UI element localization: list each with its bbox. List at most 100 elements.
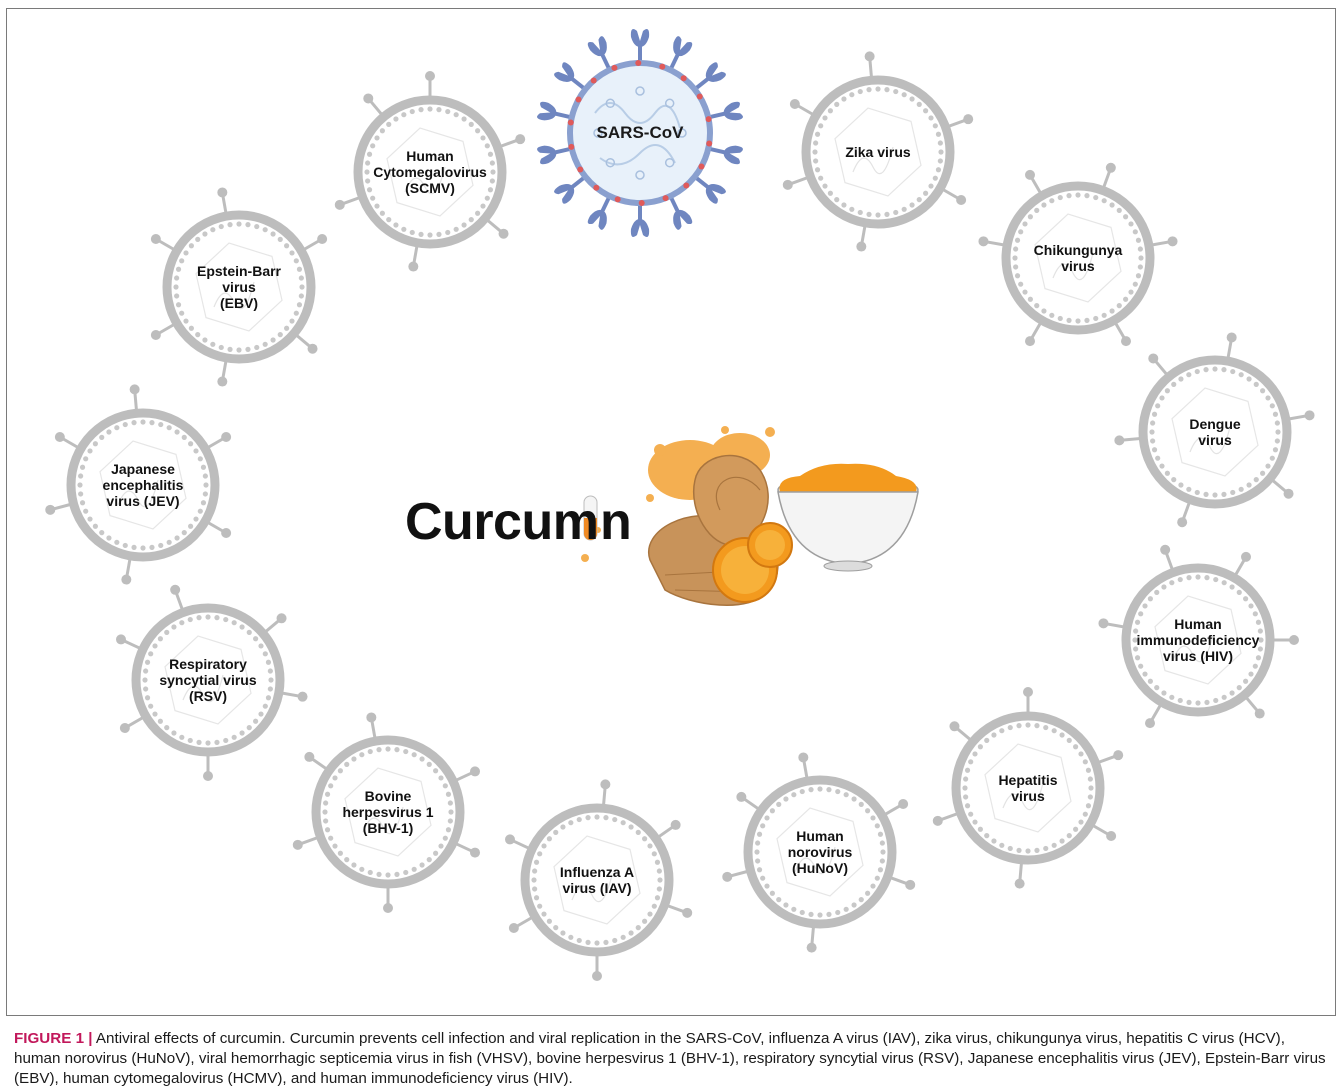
capsid-outline bbox=[99, 440, 187, 530]
membrane-dot bbox=[284, 243, 290, 249]
membrane-dot bbox=[532, 886, 538, 892]
membrane-dot bbox=[289, 318, 295, 324]
virus-outer-ring bbox=[801, 75, 955, 229]
membrane-dot bbox=[262, 341, 268, 347]
membrane-dot bbox=[262, 651, 268, 657]
membrane-dot bbox=[858, 801, 864, 807]
membrane-dot bbox=[1246, 376, 1252, 382]
membrane-dot bbox=[999, 842, 1005, 848]
spike-tip bbox=[425, 71, 435, 81]
membrane-dot bbox=[394, 871, 400, 877]
membrane-dot bbox=[620, 934, 626, 940]
membrane-dot bbox=[764, 815, 770, 821]
membrane-dot bbox=[799, 909, 805, 916]
membrane-dot bbox=[393, 222, 399, 228]
spike-head bbox=[537, 145, 557, 165]
membrane-dot bbox=[1151, 447, 1158, 453]
membrane-dot bbox=[1155, 403, 1161, 409]
membrane-dot bbox=[928, 183, 934, 189]
virus-label-hepatitis: Hepatitis virus bbox=[998, 772, 1058, 804]
spike-tip bbox=[170, 584, 181, 595]
virus-outer-ring bbox=[311, 735, 465, 889]
membrane-dot bbox=[822, 183, 828, 189]
spike-tip bbox=[1167, 236, 1178, 247]
virus-ring-layer bbox=[45, 51, 1315, 981]
membrane-dot bbox=[158, 542, 164, 549]
membrane-dot bbox=[1057, 194, 1063, 201]
membrane-dot bbox=[1269, 455, 1275, 461]
spike-head bbox=[723, 145, 743, 165]
membrane-dot bbox=[298, 275, 304, 281]
membrane-dot bbox=[1016, 723, 1022, 729]
genome-strand bbox=[794, 846, 836, 875]
spike-head bbox=[723, 101, 743, 121]
membrane-dot bbox=[1212, 366, 1218, 372]
membrane-dot bbox=[791, 906, 797, 912]
spike-head bbox=[673, 209, 693, 230]
membrane-dot bbox=[374, 203, 380, 209]
membrane-dot bbox=[1147, 596, 1153, 602]
membrane-dot bbox=[1085, 803, 1092, 809]
membrane-dot bbox=[568, 820, 574, 826]
capsid-outline bbox=[195, 242, 283, 332]
spike-tip bbox=[856, 241, 867, 252]
membrane-dot bbox=[1109, 202, 1115, 208]
envelope-protein bbox=[575, 96, 582, 103]
membrane-dot bbox=[1012, 255, 1018, 261]
membrane-dot bbox=[1109, 308, 1115, 314]
membrane-dot bbox=[433, 768, 439, 774]
membrane-dot bbox=[968, 759, 974, 765]
membrane-dot bbox=[1022, 289, 1028, 295]
virus-outer-ring bbox=[1001, 181, 1155, 335]
powder-bowl bbox=[777, 463, 919, 572]
membrane-dot bbox=[1203, 491, 1209, 497]
membrane-dot bbox=[202, 491, 208, 497]
membrane-dot bbox=[901, 92, 907, 98]
membrane-dot bbox=[379, 210, 385, 216]
membrane-dot bbox=[142, 677, 148, 683]
membrane-dot bbox=[977, 826, 983, 832]
envelope-protein bbox=[696, 93, 703, 100]
membrane-dot bbox=[1051, 842, 1057, 848]
membrane-dot bbox=[533, 895, 540, 901]
membrane-dot bbox=[1059, 838, 1065, 844]
membrane-dot bbox=[277, 332, 283, 338]
membrane-dot bbox=[909, 202, 915, 208]
envelope-protein bbox=[590, 77, 597, 84]
membrane-dot bbox=[754, 849, 760, 855]
virus-label-iav: Influenza A virus (IAV) bbox=[559, 864, 635, 896]
membrane-dot bbox=[1213, 576, 1219, 583]
nucleocapsid bbox=[593, 128, 603, 138]
capsid-outline bbox=[1154, 595, 1242, 685]
membrane-dot bbox=[92, 523, 98, 529]
capsid-outline bbox=[984, 743, 1072, 833]
spike-head bbox=[587, 36, 607, 57]
membrane-dot bbox=[916, 101, 922, 107]
spike-tip bbox=[806, 942, 817, 953]
membrane-dot bbox=[1084, 317, 1090, 323]
spike-tip bbox=[670, 819, 681, 830]
membrane-dot bbox=[401, 226, 407, 232]
membrane-dot bbox=[1186, 372, 1192, 378]
membrane-dot bbox=[1041, 308, 1047, 314]
membrane-dot bbox=[817, 912, 823, 918]
membrane-dot bbox=[332, 843, 338, 849]
membrane-dot bbox=[1135, 237, 1142, 243]
membrane-dot bbox=[175, 266, 182, 272]
envelope-protein bbox=[683, 182, 690, 189]
membrane-dot bbox=[909, 96, 915, 102]
genome-strand bbox=[404, 166, 446, 195]
membrane-dot bbox=[438, 775, 444, 781]
membrane-dot bbox=[963, 794, 969, 800]
membrane-dot bbox=[344, 857, 350, 863]
membrane-dot bbox=[122, 542, 128, 549]
membrane-dot bbox=[1178, 376, 1184, 382]
membrane-dot bbox=[1018, 229, 1024, 235]
membrane-dot bbox=[174, 535, 180, 541]
membrane-dot bbox=[188, 325, 194, 331]
membrane-dot bbox=[173, 284, 179, 290]
membrane-dot bbox=[1150, 438, 1156, 444]
membrane-dot bbox=[1257, 628, 1263, 634]
membrane-dot bbox=[193, 516, 199, 522]
membrane-dot bbox=[183, 318, 189, 324]
